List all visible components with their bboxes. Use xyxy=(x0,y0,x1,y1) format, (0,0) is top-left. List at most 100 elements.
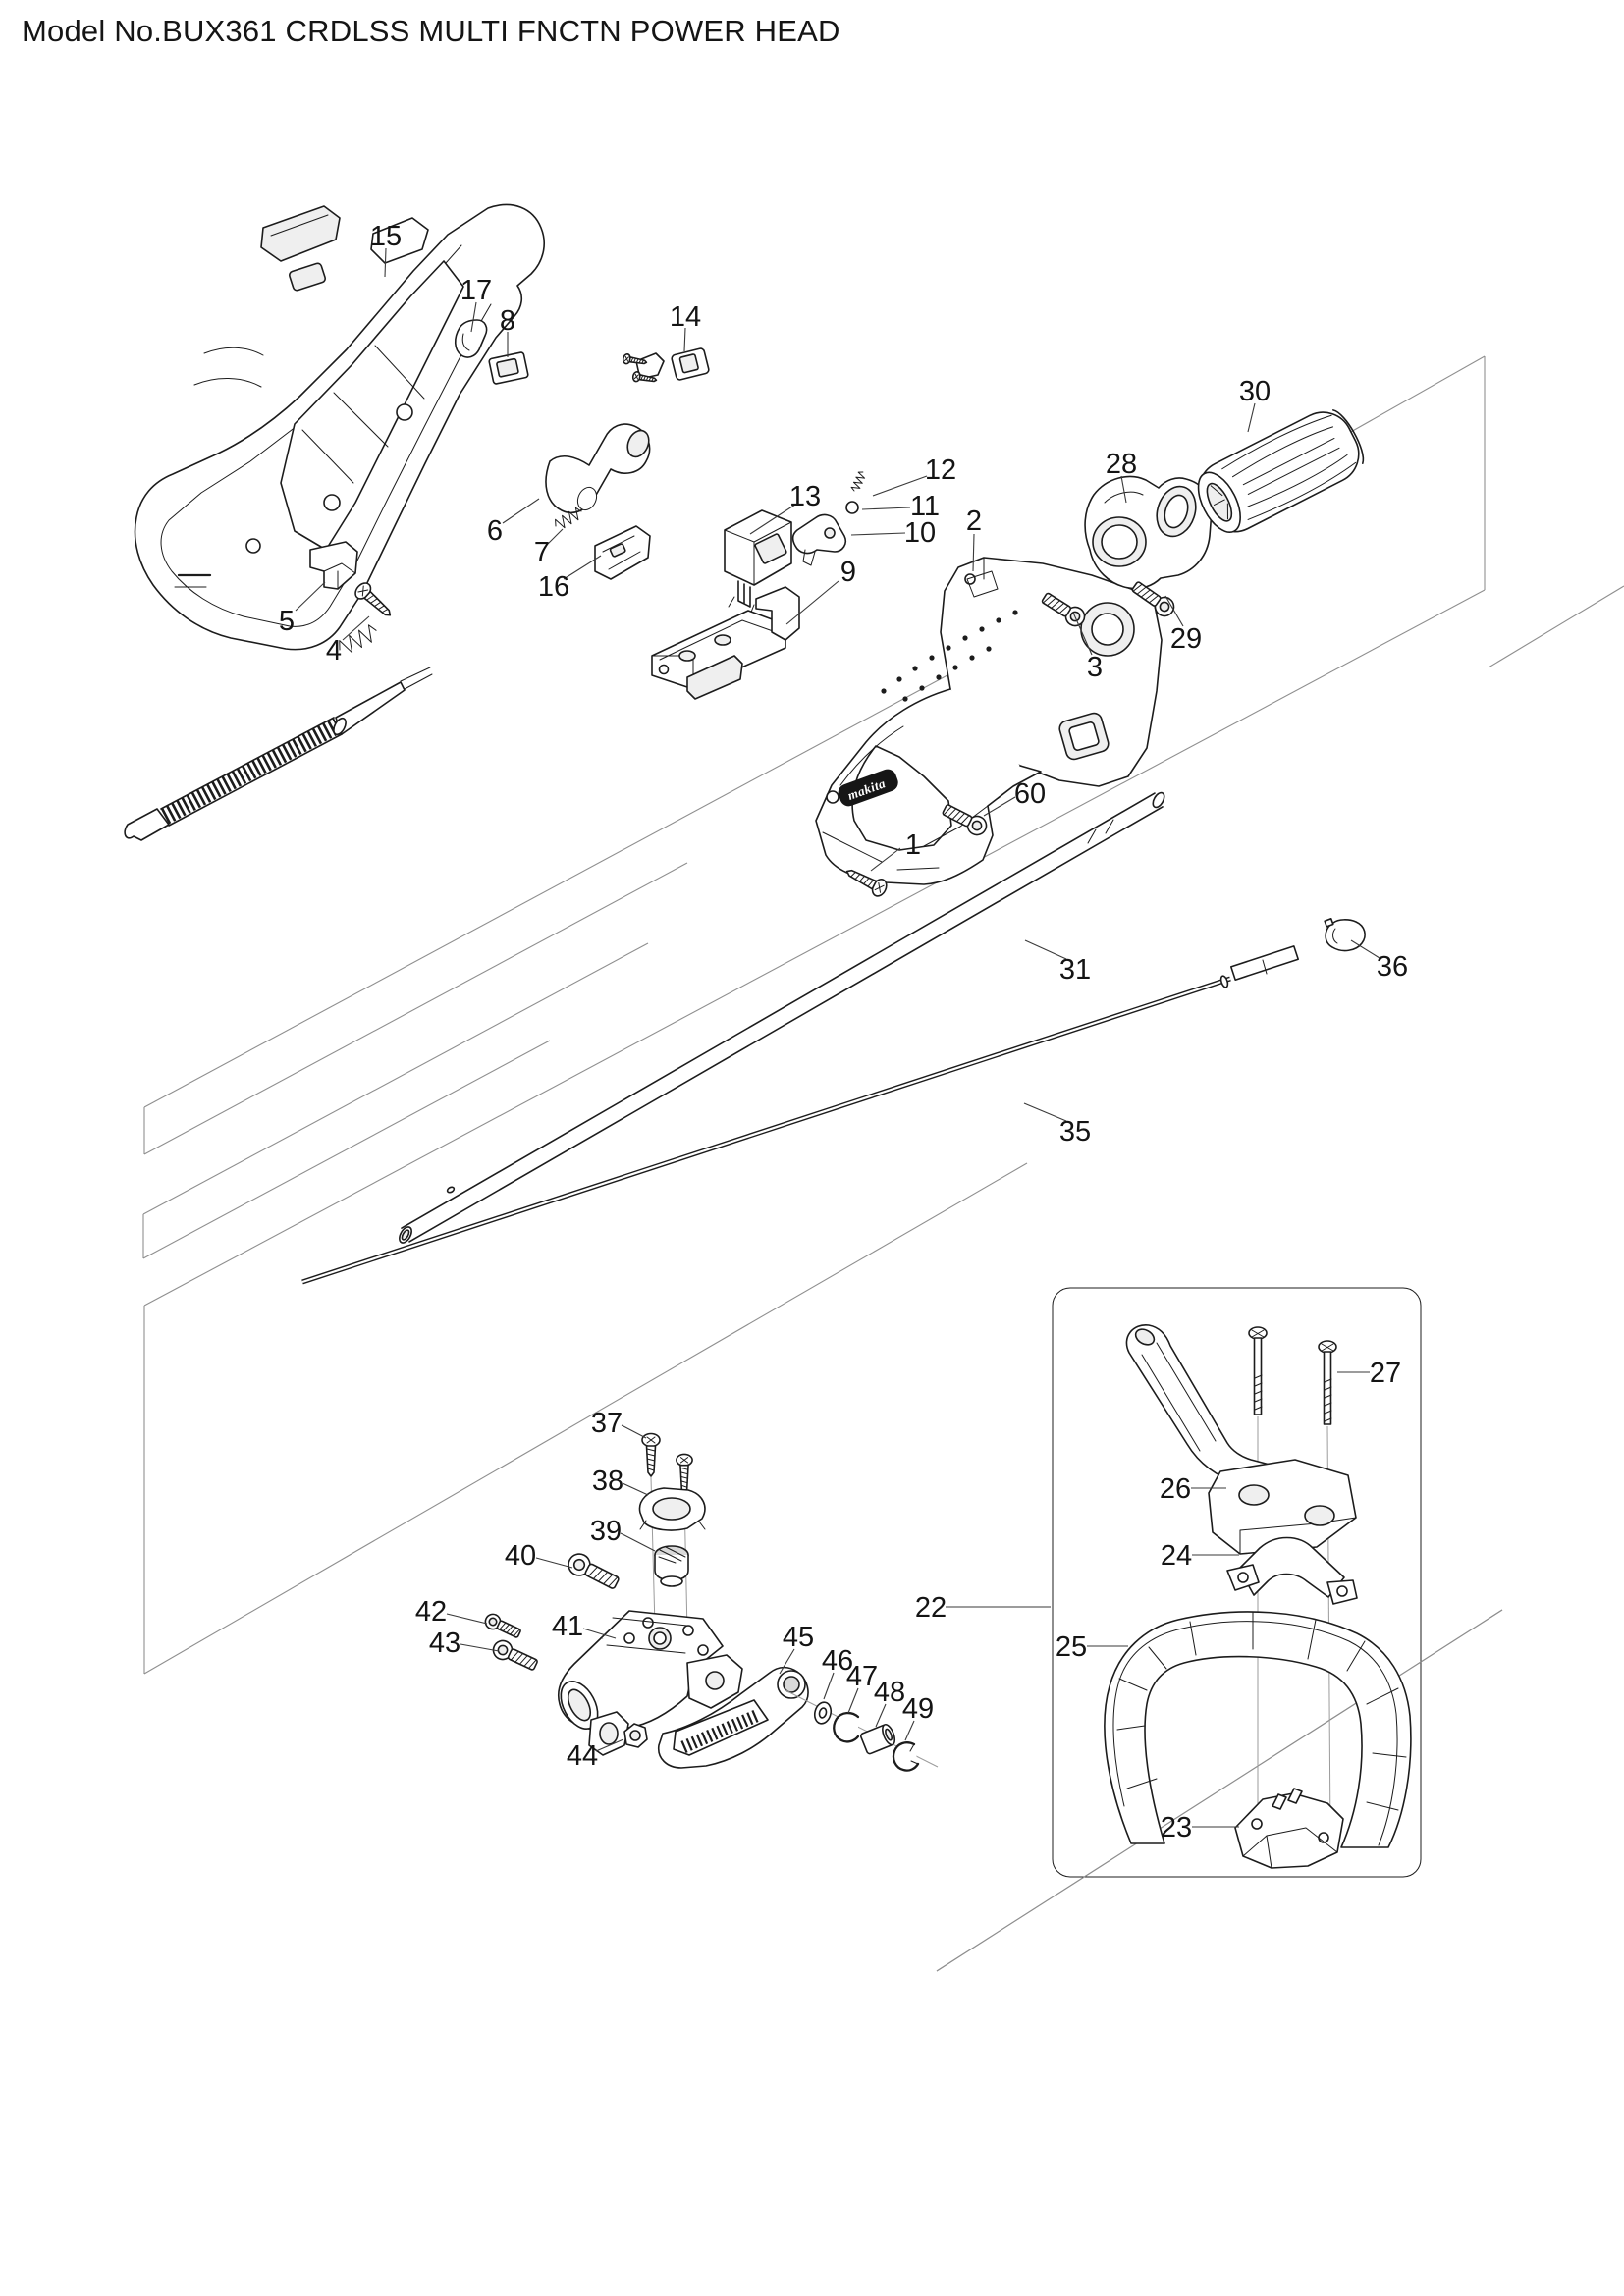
part-17-clip xyxy=(456,320,487,357)
leader-line-39 xyxy=(621,1533,655,1551)
zone-border-line xyxy=(1349,356,1485,433)
part-label-39: 39 xyxy=(590,1516,622,1547)
leader-line-15 xyxy=(385,248,386,277)
part-label-25: 25 xyxy=(1056,1631,1087,1663)
part-30-grip xyxy=(1188,401,1371,543)
part-label-23: 23 xyxy=(1161,1812,1192,1843)
leader-line-40 xyxy=(536,1558,572,1568)
part-37b-screw xyxy=(676,1453,693,1494)
leader-line-42 xyxy=(447,1614,487,1624)
leader-line-45 xyxy=(780,1649,794,1674)
part-label-46: 46 xyxy=(822,1645,853,1677)
zone-border-line xyxy=(144,1163,1027,1674)
part-9-mount-plate xyxy=(652,587,799,699)
part-label-27: 27 xyxy=(1370,1358,1401,1389)
leader-line-41 xyxy=(583,1629,616,1638)
part-label-48: 48 xyxy=(874,1677,905,1708)
part-41-clamp-housing xyxy=(554,1611,742,1755)
part-label-8: 8 xyxy=(500,305,515,337)
part-label-9: 9 xyxy=(840,557,856,588)
part-2-main-housing: makita xyxy=(816,558,1162,884)
part-8-switch-block xyxy=(489,352,529,385)
leader-line-38 xyxy=(623,1483,648,1495)
part-42-bolt xyxy=(482,1611,523,1642)
handle-assembly-box xyxy=(1053,1288,1421,1877)
part-label-13: 13 xyxy=(789,481,821,512)
part-11-ring xyxy=(846,502,858,513)
part-label-11: 11 xyxy=(910,491,940,522)
zone-border-line xyxy=(1489,586,1624,667)
part-label-16: 16 xyxy=(538,571,569,603)
part-46-washer xyxy=(812,1700,833,1725)
leader-line-1 xyxy=(871,848,900,871)
leader-line-43 xyxy=(460,1644,499,1651)
part-label-42: 42 xyxy=(415,1596,447,1628)
leader-line-11 xyxy=(862,507,910,509)
part-label-43: 43 xyxy=(429,1628,460,1659)
part-label-12: 12 xyxy=(925,454,956,486)
leader-line-44 xyxy=(596,1739,623,1751)
leader-line-37 xyxy=(622,1425,646,1438)
page-title: Model No.BUX361 CRDLSS MULTI FNCTN POWER… xyxy=(22,14,840,48)
part-label-2: 2 xyxy=(966,506,982,537)
part-25-loop-handle xyxy=(1105,1612,1411,1847)
leader-line-16 xyxy=(564,556,601,579)
part-5-bracket xyxy=(310,542,357,589)
leader-line-14 xyxy=(684,328,685,351)
part-label-31: 31 xyxy=(1059,954,1091,986)
part-35-rod xyxy=(302,946,1298,1282)
part-label-29: 29 xyxy=(1170,623,1202,655)
part-label-17: 17 xyxy=(460,275,492,306)
leader-lines xyxy=(296,248,1380,1827)
zone-border-line xyxy=(143,1041,550,1258)
leader-line-49 xyxy=(905,1721,914,1740)
leader-line-46 xyxy=(824,1673,834,1699)
part-label-45: 45 xyxy=(783,1622,814,1653)
leader-line-12 xyxy=(873,476,927,496)
part-label-1: 1 xyxy=(905,829,921,861)
part-26-handle-bracket xyxy=(1126,1325,1356,1554)
part-label-36: 36 xyxy=(1377,951,1408,983)
part-23-clamp-plate xyxy=(1235,1789,1343,1868)
part-13-switch xyxy=(725,510,791,614)
part-47-c-ring xyxy=(834,1713,858,1741)
part-16-plate xyxy=(595,526,650,579)
part-10-lever xyxy=(793,515,846,565)
part-label-47: 47 xyxy=(846,1661,878,1692)
leader-line-9 xyxy=(786,581,839,624)
part-28-clamp xyxy=(1085,476,1212,588)
leader-line-17 xyxy=(471,302,476,332)
part-label-40: 40 xyxy=(505,1540,536,1572)
leader-line-30 xyxy=(1248,403,1255,432)
part-24-clamp-upper xyxy=(1227,1538,1357,1605)
part-label-30: 30 xyxy=(1239,376,1271,407)
leader-line-36 xyxy=(1351,940,1380,958)
part-14-connector xyxy=(622,347,710,386)
part-38-plate xyxy=(640,1488,705,1530)
part-label-26: 26 xyxy=(1160,1473,1191,1505)
part-label-3: 3 xyxy=(1087,652,1103,683)
leader-line-5 xyxy=(296,582,325,611)
part-49-e-ring xyxy=(893,1742,918,1770)
part-label-37: 37 xyxy=(591,1408,623,1439)
part-48-sleeve xyxy=(860,1723,897,1754)
part-label-41: 41 xyxy=(552,1611,583,1642)
part-44-nut xyxy=(624,1724,647,1747)
part-label-44: 44 xyxy=(567,1740,598,1772)
leader-line-7 xyxy=(548,529,563,544)
zone-border-lines xyxy=(143,356,1624,1971)
part-12-spring xyxy=(849,469,868,494)
part-6-lever xyxy=(546,424,653,513)
part-label-60: 60 xyxy=(1014,778,1046,810)
leader-line-13 xyxy=(750,505,795,534)
part-45-lever xyxy=(659,1668,808,1768)
leader-line-60 xyxy=(984,797,1015,816)
part-label-15: 15 xyxy=(370,221,402,252)
leader-line-31 xyxy=(1025,940,1066,959)
part-label-38: 38 xyxy=(592,1466,623,1497)
part-label-10: 10 xyxy=(904,517,936,549)
part-label-6: 6 xyxy=(487,515,503,547)
part-27-screw-long xyxy=(1249,1327,1267,1415)
